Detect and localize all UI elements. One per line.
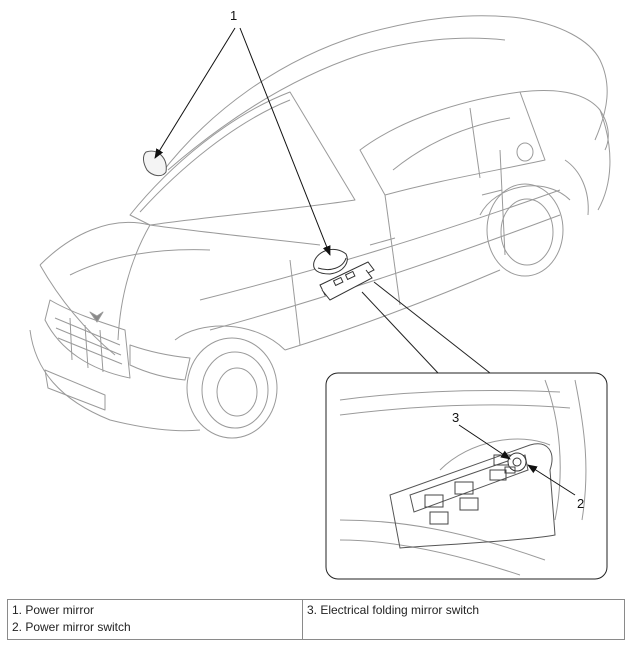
inset-frame xyxy=(325,372,608,580)
legend-right-column: 3. Electrical folding mirror switch xyxy=(303,600,624,639)
legend-left-column: 1. Power mirror 2. Power mirror switch xyxy=(8,600,303,639)
car-outline xyxy=(29,15,611,439)
legend-item: 3. Electrical folding mirror switch xyxy=(307,603,480,617)
callout-2-3-leaders xyxy=(458,424,576,496)
right-power-mirror xyxy=(313,248,348,275)
inset-detail xyxy=(325,372,608,580)
left-power-mirror xyxy=(143,150,167,177)
callout-2-label: 2 xyxy=(577,496,585,511)
callout-1-leaders xyxy=(154,27,331,256)
mirror-switch-knob xyxy=(507,452,527,472)
legend-item: 1. Power mirror xyxy=(12,603,95,617)
callout-1-label: 1 xyxy=(230,8,238,23)
callout-3-label: 3 xyxy=(452,410,460,425)
legend-item: 2. Power mirror switch xyxy=(12,620,131,634)
zoom-lines xyxy=(361,281,491,374)
door-switch-module xyxy=(319,261,375,301)
legend-table: 1. Power mirror 2. Power mirror switch 3… xyxy=(7,599,625,640)
